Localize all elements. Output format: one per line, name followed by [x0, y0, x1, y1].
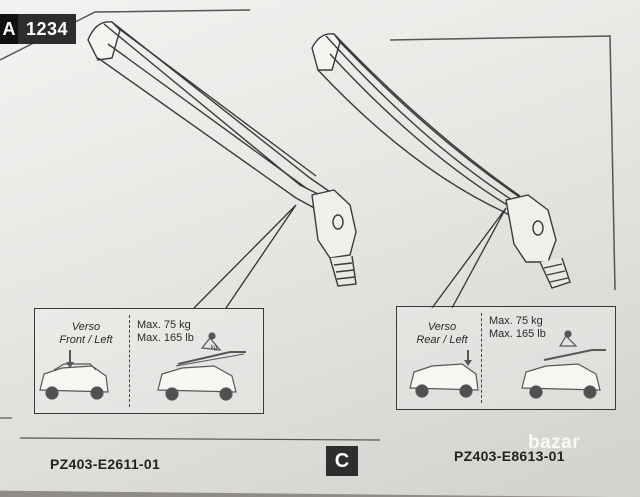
left-roof-bar: [87, 21, 357, 287]
section-badge: A 1234: [0, 14, 77, 44]
car-icon-front-left: [39, 363, 109, 400]
part-code-left: PZ403-E2611-01: [50, 456, 161, 472]
roof-rack-illustration: [0, 9, 616, 441]
max-lb: Max. 165 lb: [137, 332, 194, 344]
car-with-rack-icon-right: [521, 330, 606, 399]
section-c-label: C: [326, 446, 358, 476]
load-limits: Max. 75 kg Max. 165 lb: [137, 319, 194, 345]
weight-tag: kg: [211, 345, 218, 351]
model-name: Verso: [427, 321, 457, 333]
part-code-right: PZ403-E8613-01: [454, 448, 565, 464]
max-kg: Max. 75 kg: [489, 315, 543, 327]
car-icon-rear-left: [409, 363, 479, 398]
load-limits: Max. 75 kg Max. 165 lb: [489, 315, 546, 341]
load-panel-front-left: Verso Front / Left Max. 75 kg Max. 165 l…: [34, 308, 264, 414]
max-kg: Max. 75 kg: [137, 319, 191, 331]
car-with-rack-icon-left: [157, 332, 246, 401]
section-letter: A: [0, 14, 18, 44]
section-code: 1234: [26, 18, 69, 39]
mount-position: Rear / Left: [416, 334, 468, 346]
load-panel-rear-left: Verso Rear / Left Max. 75 kg Max. 165 lb: [396, 306, 616, 410]
model-name: Verso: [71, 321, 101, 333]
panel-model: Verso Front / Left: [49, 321, 123, 347]
right-roof-bar: [311, 33, 571, 289]
mount-position: Front / Left: [59, 334, 113, 346]
panel-model: Verso Rear / Left: [407, 321, 477, 347]
watermark: bazar: [528, 432, 581, 453]
max-lb: Max. 165 lb: [489, 328, 546, 340]
